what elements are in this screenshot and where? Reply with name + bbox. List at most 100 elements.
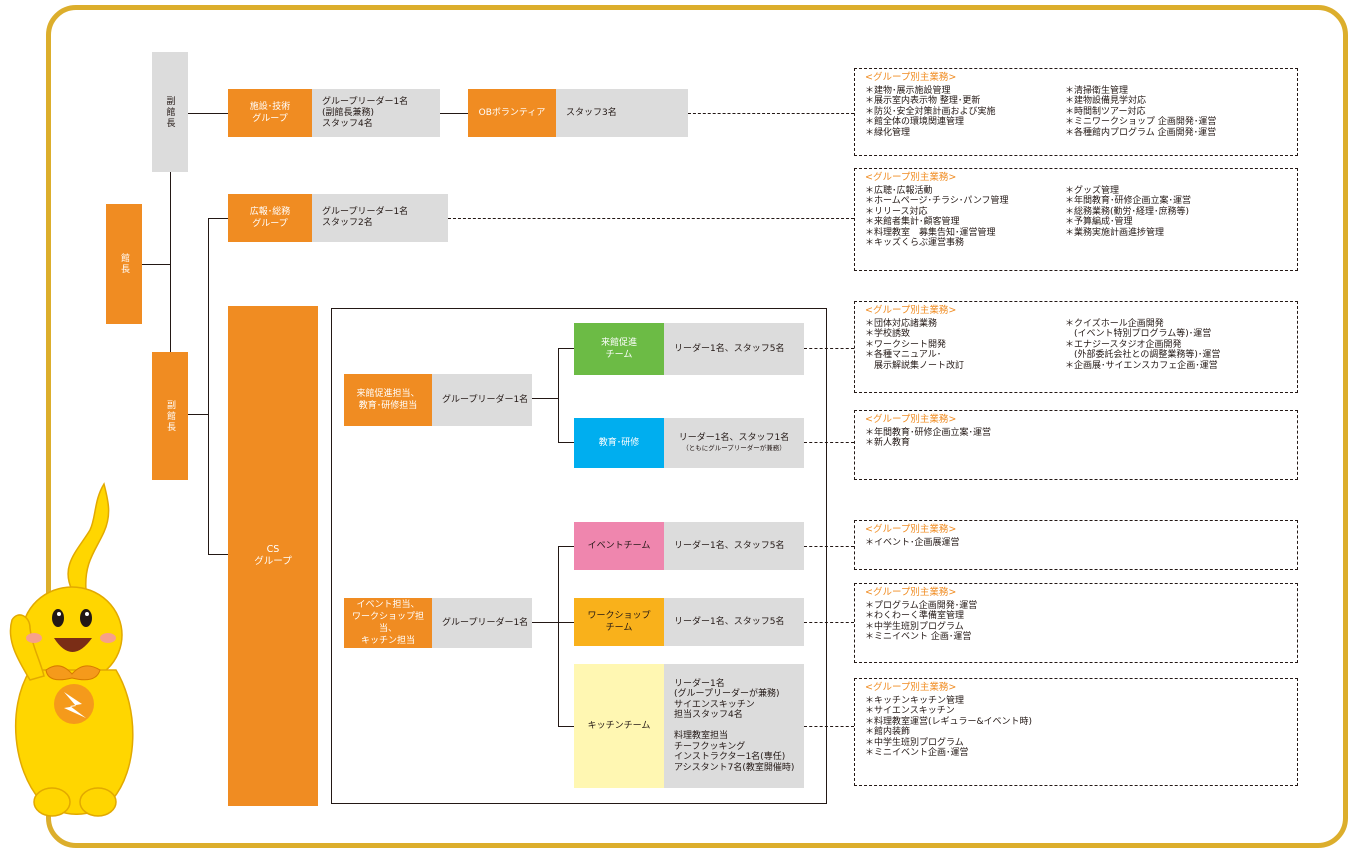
connector [208,554,228,555]
duty-item: ＊広聴･広報活動 [865,185,933,196]
vice-director-bottom-box: 副館長 [152,352,188,480]
vice-director-top-label: 副館長 [164,95,175,129]
duties-col: ＊清掃衛生管理 ＊建物設備見学対応 ＊時間制ツアー対応 ＊ミニワークショップ 企… [1065,86,1216,139]
team-event-name: イベントチーム [574,522,664,570]
duty-item: ＊エナジースタジオ企画開発 [1065,339,1182,350]
vice-director-top-box: 副館長 [152,52,188,172]
team-visit-name: 来館促進 チーム [574,323,664,375]
dashed-connector [804,726,854,727]
team-workshop-name: ワークショップ チーム [574,598,664,646]
duties-kitchen-box: <グループ別主業務> ＊キッチンキッチン管理 ＊サイエンスキッチン ＊料理教室運… [854,678,1298,786]
dashed-connector [804,546,854,547]
director-box: 館長 [106,204,142,324]
team-edu-note: （ともにグループリーダーが兼務） [682,444,786,452]
duty-item: ＊ホームページ･チラシ･パンフ管理 [865,196,1009,206]
duties-visit-box: <グループ別主業務> ＊団体対応諸業務 ＊学校誘致 ＊ワークシート開発 ＊各種マ… [854,301,1298,393]
duties-workshop-box: <グループ別主業務> ＊プログラム企画開発･運営 ＊わくわーく準備室管理 ＊中学… [854,583,1298,663]
duties-edu-box: <グループ別主業務> ＊年間教育･研修企画立案･運営 ＊新人教育 [854,410,1298,480]
pr-group-name: 広報･総務 グループ [228,194,312,242]
duty-item: ＊予算編成･管理 [1065,217,1133,227]
duty-item: ＊館内装飾 [865,727,911,737]
facility-group-name: 施設･技術 グループ [228,89,312,137]
ob-volunteer-members: スタッフ3名 [556,89,688,137]
cs-promo-unit-name: 来館促進担当、 教育･研修担当 [344,374,432,426]
duty-item: ＊料理教室運営(レギュラー&イベント時) [865,716,1033,727]
cs-group-name: CS グループ [228,306,318,806]
duties-col: ＊団体対応諸業務 ＊学校誘致 ＊ワークシート開発 ＊各種マニュアル･ 展示解説集… [865,319,1065,372]
duty-item: ＊防災･安全対策計画および実施 [865,106,996,117]
cs-event-unit-members: グループリーダー1名 [432,598,532,648]
duties-title: <グループ別主業務> [865,305,957,316]
duty-item: ＊学校誘致 [865,329,911,339]
duties-facility-box: <グループ別主業務> ＊建物･展示施設管理 ＊展示室内表示物 整理･更新 ＊防災… [854,68,1298,156]
duty-item: (外部委託会社との調整業務等)･運営 [1065,350,1221,360]
duty-item: ＊各種マニュアル･ [865,350,942,360]
connector [558,442,574,443]
duty-item: ＊団体対応諸業務 [865,318,938,329]
duties-title: <グループ別主業務> [865,587,957,598]
team-visit-members: リーダー1名、スタッフ5名 [664,323,804,375]
dashed-connector [688,113,854,114]
connector [532,622,558,623]
duty-item: ＊総務業務(勤労･経理･庶務等) [1065,206,1190,217]
duty-item: (イベント特別プログラム等)･運営 [1065,329,1212,339]
duty-item: ＊建物･展示施設管理 [865,85,951,96]
connector [558,546,559,726]
duty-item: ＊年間教育･研修企画立案･運営 [865,427,992,438]
duty-item: ＊緑化管理 [865,127,911,138]
team-edu-members: リーダー1名、スタッフ1名 [678,433,790,443]
duties-title: <グループ別主業務> [865,682,957,693]
duties-event-box: <グループ別主業務> ＊イベント･企画展運営 [854,520,1298,570]
vice-director-bottom-label: 副館長 [165,399,175,433]
duty-item: ＊ワークシート開発 [865,339,947,350]
dashed-connector [804,622,854,623]
duty-item: ＊時間制ツアー対応 [1065,106,1146,117]
connector [142,264,170,265]
duty-item: ＊建物設備見学対応 [1065,96,1147,106]
director-label: 館長 [119,253,129,275]
connector [188,414,208,415]
dashed-connector [804,442,854,443]
duty-item: ＊業務実施計画進捗管理 [1065,227,1165,238]
connector [558,348,574,349]
duty-item: ＊清掃衛生管理 [1065,85,1129,96]
team-event-members: リーダー1名、スタッフ5名 [664,522,804,570]
dashed-connector [804,348,854,349]
duty-item: ＊ミニイベント企画･運営 [865,748,969,758]
duty-item: ＊新人教育 [865,438,911,448]
team-kitchen-name: キッチンチーム [574,664,664,788]
duty-item: ＊わくわーく準備室管理 [865,611,965,621]
connector [558,348,559,442]
duty-item: ＊展示室内表示物 整理･更新 [865,96,981,106]
pr-group-members: グループリーダー1名 スタッフ2名 [312,194,448,242]
connector [208,218,209,554]
cs-promo-unit-members: グループリーダー1名 [432,374,532,426]
team-edu-name: 教育･研修 [574,418,664,468]
duties-col: ＊クイズホール企画開発 (イベント特別プログラム等)･運営 ＊エナジースタジオ企… [1065,319,1220,372]
duty-item: ＊料理教室 募集告知･運営管理 [865,227,996,238]
connector [440,113,468,114]
page-frame [46,5,1348,848]
duty-item: ＊サイエンスキッチン [865,706,955,716]
duties-title: <グループ別主業務> [865,524,957,535]
duty-item: ＊企画展･サイエンスカフェ企画･運営 [1065,360,1218,371]
mascot-character-icon [9,482,134,817]
duty-item: ＊イベント･企画展運営 [865,537,960,548]
connector [208,218,228,219]
cs-team-frame [331,308,827,804]
duty-item: ＊年間教育･研修企画立案･運営 [1065,196,1192,206]
team-edu-box: リーダー1名、スタッフ1名 （ともにグループリーダーが兼務） [664,418,804,468]
connector [532,398,558,399]
connector [170,172,171,352]
team-workshop-members: リーダー1名、スタッフ5名 [664,598,804,646]
duty-item: ＊ミニワークショップ 企画開発･運営 [1065,117,1217,127]
connector [188,113,228,114]
connector [558,726,574,727]
duty-item: ＊中学生班別プログラム [865,621,964,632]
duties-title: <グループ別主業務> [865,72,957,83]
duty-item: ＊館全体の環境関連管理 [865,117,965,127]
dashed-connector [448,218,854,219]
duties-col: ＊建物･展示施設管理 ＊展示室内表示物 整理･更新 ＊防災･安全対策計画および実… [865,86,1065,139]
duties-col: ＊広聴･広報活動 ＊ホームページ･チラシ･パンフ管理 ＊リリース対応 ＊来館者集… [865,186,1065,249]
duty-item: ＊プログラム企画開発･運営 [865,600,978,611]
